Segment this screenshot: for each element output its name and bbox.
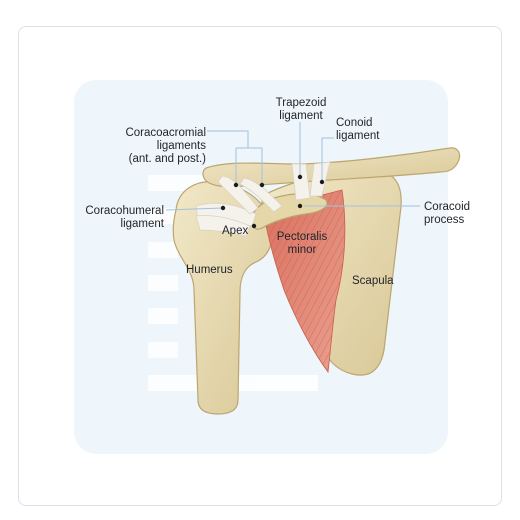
conoid-label-line1: Conoid (336, 117, 372, 129)
trapezoid-ligament (291, 163, 311, 201)
trapezoid-label-line2: ligament (279, 110, 323, 122)
conoid-ligament (309, 161, 331, 197)
coracoacromial-label-line1: Coracoacromial (125, 127, 206, 139)
coracoid-label-line1: Coracoid (424, 201, 470, 213)
coracoacromial-label-line2: ligaments (157, 140, 206, 152)
apex-label: Apex (222, 225, 248, 237)
coracohumeral-ligament (195, 202, 257, 237)
trapezoid-label-line1: Trapezoid (276, 97, 327, 109)
coracoacromial-label-line3: (ant. and post.) (129, 153, 207, 165)
scapula-label: Scapula (352, 275, 394, 287)
humerus-label: Humerus (186, 264, 233, 276)
leader-lines (165, 122, 420, 211)
marker-dots (220, 174, 325, 229)
coracohumeral-label-line1: Coracohumeral (85, 205, 164, 217)
pectoralis-label-line1: Pectoralis (277, 231, 328, 243)
coracohumeral-label-line2: ligament (121, 218, 165, 230)
coracoacromial-ligaments (217, 175, 283, 215)
pectoralis-label-line2: minor (288, 244, 317, 256)
pectoralis-minor-muscle (263, 189, 346, 374)
background-stripes (148, 175, 318, 391)
coracoid-label-line2: process (424, 214, 465, 226)
conoid-label-line2: ligament (336, 130, 380, 142)
